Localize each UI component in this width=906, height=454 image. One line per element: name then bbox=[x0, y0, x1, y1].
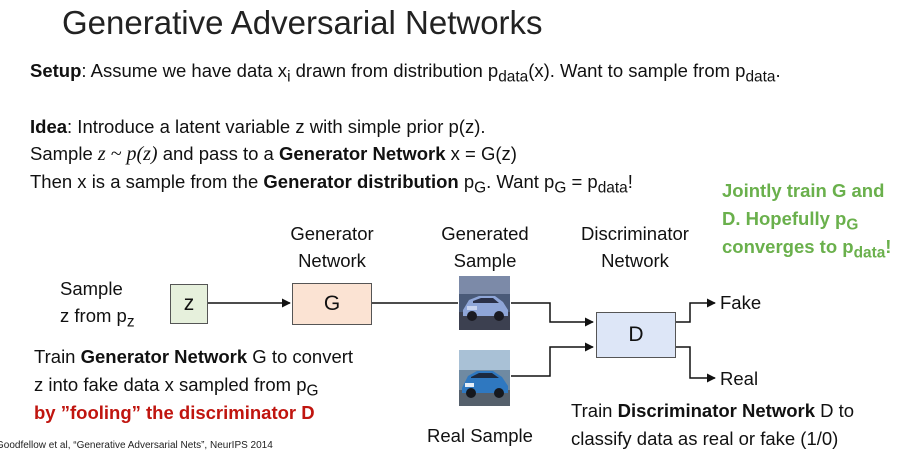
arrow-real-to-d bbox=[511, 342, 594, 377]
sample-label-2-sub: z bbox=[126, 313, 135, 331]
idea-line3-mid: . Want p bbox=[486, 171, 555, 192]
idea-line-3: Then x is a sample from the Generator di… bbox=[30, 171, 633, 198]
generator-box: G bbox=[292, 283, 372, 325]
train-disc-post: D to bbox=[815, 400, 855, 421]
side-note-l3: converges to p bbox=[722, 236, 854, 257]
fake-label: Fake bbox=[720, 292, 762, 313]
train-gen-bold: Generator Network bbox=[80, 346, 248, 367]
generated-label-1: Generated bbox=[441, 223, 529, 244]
generated-sample-image bbox=[459, 276, 510, 330]
idea-label: Idea bbox=[30, 116, 68, 137]
idea-line3-eq: = p bbox=[566, 171, 598, 192]
idea-line2-post: x = G(z) bbox=[445, 143, 517, 164]
generated-sample-label: Generated Sample bbox=[430, 223, 540, 272]
idea-line2-math: z ~ p(z) bbox=[97, 143, 158, 165]
setup-text-2: drawn from distribution p bbox=[290, 60, 499, 81]
idea-line-2: Sample z ~ p(z) and pass to a Generator … bbox=[30, 143, 517, 166]
setup-sub-data-2: data bbox=[745, 68, 776, 86]
train-discriminator-line-1: Train Discriminator Network D to bbox=[571, 400, 854, 422]
setup-label: Setup bbox=[30, 60, 82, 81]
train-discriminator-line-2: classify data as real or fake (1/0) bbox=[571, 428, 839, 449]
generator-label-1: Generator bbox=[290, 223, 374, 244]
generator-network-label: Generator Network bbox=[282, 223, 382, 272]
setup-line: Setup: Assume we have data xi drawn from… bbox=[30, 60, 781, 87]
train-gen-line2: z into fake data x sampled from p bbox=[34, 374, 307, 395]
side-note-line-3: converges to pdata! bbox=[722, 236, 891, 263]
side-note-l3-end: ! bbox=[885, 236, 892, 257]
citation: Goodfellow et al, “Generative Adversaria… bbox=[0, 440, 273, 451]
idea-line3-sub1: G bbox=[474, 179, 487, 197]
discriminator-label-2: Network bbox=[601, 250, 669, 271]
idea-line3-p1: p bbox=[458, 171, 475, 192]
train-generator-line-2: z into fake data x sampled from pG bbox=[34, 374, 318, 401]
idea-line3-bold: Generator distribution bbox=[263, 171, 459, 192]
discriminator-box: D bbox=[596, 312, 676, 358]
setup-sub-data: data bbox=[498, 68, 529, 86]
idea-line2-mid: and pass to a bbox=[157, 143, 279, 164]
z-box: z bbox=[170, 284, 208, 324]
generator-label-2: Network bbox=[298, 250, 366, 271]
idea-line3-sub2: G bbox=[554, 179, 567, 197]
setup-text-4: . bbox=[775, 60, 781, 81]
idea-line2-bold: Generator Network bbox=[278, 143, 446, 164]
discriminator-network-label: Discriminator Network bbox=[568, 223, 702, 272]
real-car-icon bbox=[459, 350, 510, 406]
train-disc-pre: Train bbox=[571, 400, 618, 421]
train-generator-line-1: Train Generator Network G to convert bbox=[34, 346, 353, 368]
generated-car-icon bbox=[459, 276, 510, 330]
real-sample-label: Real Sample bbox=[427, 425, 533, 446]
arrow-d-to-real bbox=[676, 346, 716, 383]
train-gen-line2-sub: G bbox=[306, 382, 319, 400]
side-note-line-2: D. Hopefully pG bbox=[722, 208, 858, 235]
setup-text-3: (x). Want to sample from p bbox=[528, 60, 746, 81]
page-title: Generative Adversarial Networks bbox=[62, 4, 543, 41]
real-sample-image bbox=[459, 350, 510, 406]
side-note-l2: D. Hopefully p bbox=[722, 208, 847, 229]
idea-text-1: : Introduce a latent variable z with sim… bbox=[67, 116, 486, 137]
train-generator-line-3: by ”fooling” the discriminator D bbox=[34, 402, 315, 423]
train-gen-pre: Train bbox=[34, 346, 81, 367]
idea-line3-sub3: data bbox=[597, 179, 628, 197]
train-disc-bold: Discriminator Network bbox=[617, 400, 815, 421]
generated-label-2: Sample bbox=[453, 250, 517, 271]
discriminator-label-1: Discriminator bbox=[581, 223, 689, 244]
side-note-l3-sub: data bbox=[853, 244, 886, 262]
sample-label-2: z from pz bbox=[60, 305, 135, 332]
idea-line2-pre: Sample bbox=[30, 143, 98, 164]
idea-line3-pre: Then x is a sample from the bbox=[30, 171, 264, 192]
sample-label-2-text: z from p bbox=[60, 305, 127, 326]
arrow-generated-to-d bbox=[511, 302, 594, 327]
sample-label-1: Sample bbox=[60, 278, 123, 299]
setup-text-1: : Assume we have data x bbox=[81, 60, 288, 81]
side-note-l2-sub: G bbox=[846, 216, 859, 234]
side-note-line-1: Jointly train G and bbox=[722, 180, 885, 201]
idea-line-1: Idea: Introduce a latent variable z with… bbox=[30, 116, 486, 138]
idea-line3-end: ! bbox=[627, 171, 633, 192]
arrow-d-to-fake bbox=[676, 298, 716, 323]
real-label: Real bbox=[720, 368, 759, 389]
setup-sub-i: i bbox=[287, 68, 291, 86]
train-gen-post: G to convert bbox=[247, 346, 354, 367]
sample-z-label: Sample z from pz bbox=[60, 278, 135, 332]
